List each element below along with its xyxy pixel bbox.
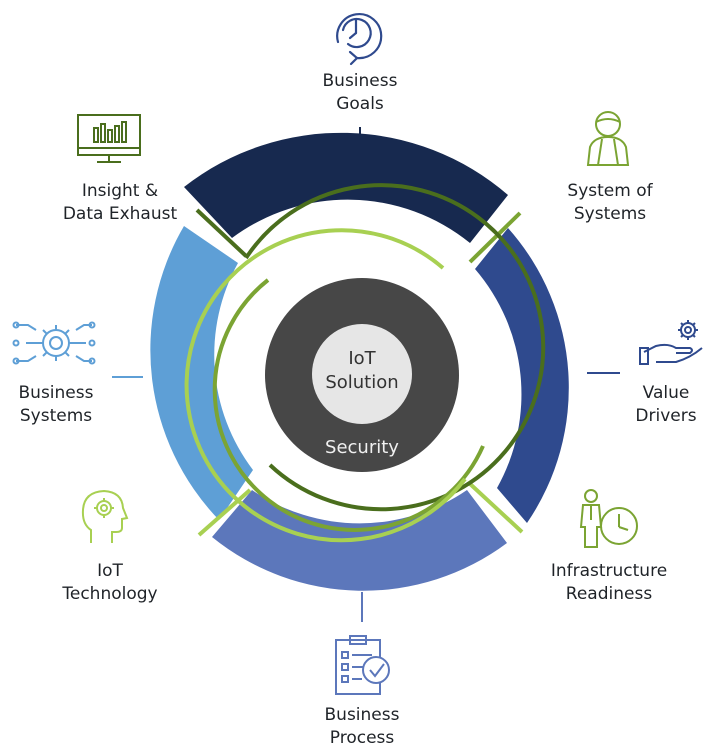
label-system-of-systems: System of Systems [550,180,670,226]
ring-mid-green [212,278,485,532]
label-line: System of [567,181,653,201]
separator-bottom-right [466,480,524,534]
label-line: IoT [97,561,123,581]
clock-rotate-icon [336,13,383,66]
ring-dark-green [244,183,546,512]
label-insight-data-exhaust: Insight & Data Exhaust [40,180,200,226]
label-line: Business [18,383,94,403]
label-line: Insight & [81,181,159,201]
label-business-goals: Business Goals [300,70,420,116]
ring-light-green [184,228,467,543]
security-label: Security [325,437,399,458]
separator-top-right [468,211,522,264]
person-icon [586,111,630,166]
label-iot-technology: IoT Technology [40,560,180,606]
solution-title-line2: Solution [325,372,398,393]
label-line: Systems [573,204,647,224]
person-clock-icon [579,489,638,548]
label-line: Drivers [635,406,697,426]
label-line: Business [324,705,400,725]
arc-value-drivers [475,228,569,523]
label-line: Process [329,728,395,748]
label-line: Data Exhaust [62,204,178,224]
monitor-chart-icon [77,114,141,163]
gear-network-icon [12,321,96,365]
separator-top-left [195,208,248,258]
label-line: Goals [336,94,384,114]
label-infrastructure-readiness: Infrastructure Readiness [536,560,682,606]
hand-gear-icon [639,320,703,365]
solution-title-line1: IoT [348,348,376,369]
clipboard-check-icon [335,635,390,695]
label-business-systems: Business Systems [0,382,112,428]
separator-bottom-left [197,488,252,537]
label-business-process: Business Process [300,704,424,750]
label-line: Business [322,71,398,91]
label-line: Readiness [565,584,653,604]
label-line: Technology [62,584,158,604]
label-value-drivers: Value Drivers [623,382,709,428]
label-line: Systems [19,406,93,426]
label-line: Value [642,383,690,403]
label-line: Infrastructure [550,561,668,581]
solution-disc [312,324,412,424]
head-gear-icon [81,489,129,543]
